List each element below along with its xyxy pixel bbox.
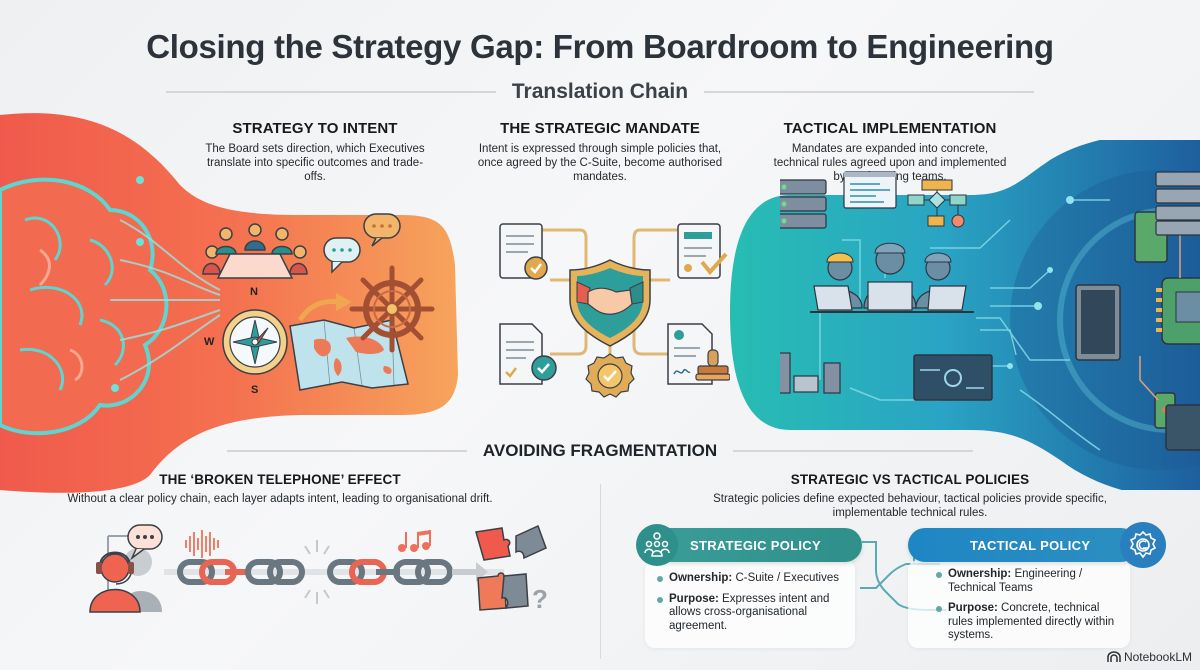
compass-icon: N E S W [204, 286, 301, 398]
strategic-policy-label: STRATEGIC POLICY [690, 537, 821, 553]
gear-icon [1120, 522, 1166, 568]
column-body: Intent is expressed through simple polic… [477, 143, 723, 183]
compass-west-label: W [204, 336, 215, 348]
broken-chain-icon [177, 559, 453, 585]
brain-icon [0, 177, 169, 436]
engineers-laptops-icon [810, 242, 974, 313]
ships-wheel-icon [349, 265, 435, 353]
map-icon [289, 319, 409, 391]
settings-window-icon [913, 354, 993, 401]
strategy-to-intent-text: STRATEGY TO INTENT The Board sets direct… [205, 120, 425, 184]
section-label: Translation Chain [511, 80, 689, 103]
column-body: Mandates are expanded into concrete, tec… [773, 143, 1007, 183]
divider-line [733, 450, 974, 452]
divider-line [226, 450, 467, 452]
strategic-ownership-item: Ownership: C-Suite / Executives [657, 572, 845, 586]
music-notes-icon [398, 530, 431, 552]
section-label: AVOIDING FRAGMENTATION [482, 441, 718, 460]
divider-line [165, 91, 496, 93]
sound-wave-icon [185, 530, 219, 558]
compass-north-label: N [250, 286, 258, 298]
strategic-policy-header: STRATEGIC POLICY [640, 528, 862, 562]
arrow-icon [297, 293, 352, 322]
approved-document-icon [499, 323, 557, 385]
speech-bubble-icon [127, 524, 163, 561]
notebooklm-brand: NotebookLM [1107, 650, 1192, 664]
brand-label: NotebookLM [1123, 650, 1192, 664]
broken-telephone-illustration: ? [89, 524, 548, 614]
section-body: Strategic policies define expected behav… [713, 493, 1107, 519]
signed-document-stamp-icon [667, 323, 730, 385]
document-check-icon [677, 223, 728, 279]
vertical-divider [600, 484, 601, 659]
page-title: Closing the Strategy Gap: From Boardroom… [146, 28, 1054, 65]
strategic-mandate-text: THE STRATEGIC MANDATE Intent is expresse… [470, 120, 730, 184]
column-title: THE STRATEGIC MANDATE [500, 120, 700, 137]
section-subtitle: STRATEGIC VS TACTICAL POLICIES [790, 472, 1030, 487]
code-window-icon [843, 171, 897, 209]
circuit-chip-icon [1075, 211, 1200, 451]
column-title: STRATEGY TO INTENT [232, 120, 398, 137]
broken-telephone-text: THE ‘BROKEN TELEPHONE’ EFFECT Without a … [40, 472, 520, 506]
divider-line [704, 91, 1035, 93]
compass-south-label: S [251, 384, 259, 396]
puzzle-pieces-icon [475, 524, 547, 611]
translation-chain-heading: Translation Chain [90, 80, 1110, 104]
tactical-purpose-item: Purpose: Concrete, technical rules imple… [936, 602, 1120, 643]
headset-person-icon [89, 535, 162, 613]
tactical-policy-header: TACTICAL POLICY [908, 528, 1138, 562]
document-check-icon [499, 223, 548, 280]
tactical-implementation-text: TACTICAL IMPLEMENTATION Mandates are exp… [770, 120, 1010, 184]
notebooklm-logo-icon [1107, 651, 1121, 662]
avoiding-fragmentation-heading: AVOIDING FRAGMENTATION [180, 441, 1020, 461]
column-title: TACTICAL IMPLEMENTATION [783, 120, 997, 137]
tactical-policy-label: TACTICAL POLICY [970, 537, 1091, 553]
section-body: Without a clear policy chain, each layer… [67, 493, 493, 505]
seal-badge-icon [585, 353, 635, 398]
column-body: The Board sets direction, which Executiv… [205, 143, 425, 183]
mandate-illustration [499, 223, 730, 398]
boardroom-meeting-icon [202, 223, 308, 279]
server-rack-icon [780, 179, 827, 229]
tactical-ownership-item: Ownership: Engineering / Technical Teams [936, 568, 1120, 595]
strategic-policy-card: Ownership: C-Suite / Executives Purpose:… [645, 560, 855, 648]
speech-bubble-icon [323, 213, 401, 274]
policies-text: STRATEGIC VS TACTICAL POLICIES Strategic… [690, 472, 1130, 520]
handshake-shield-icon [569, 259, 651, 347]
people-group-icon [636, 524, 678, 566]
tactical-policy-card: Ownership: Engineering / Technical Teams… [908, 560, 1130, 648]
neural-lines [110, 176, 221, 392]
strategic-purpose-item: Purpose: Expresses intent and allows cro… [657, 593, 845, 634]
section-subtitle: THE ‘BROKEN TELEPHONE’ EFFECT [159, 472, 401, 487]
question-mark-icon: ? [532, 584, 548, 614]
tactical-illustration [780, 171, 1200, 451]
flowchart-icon [907, 179, 967, 228]
